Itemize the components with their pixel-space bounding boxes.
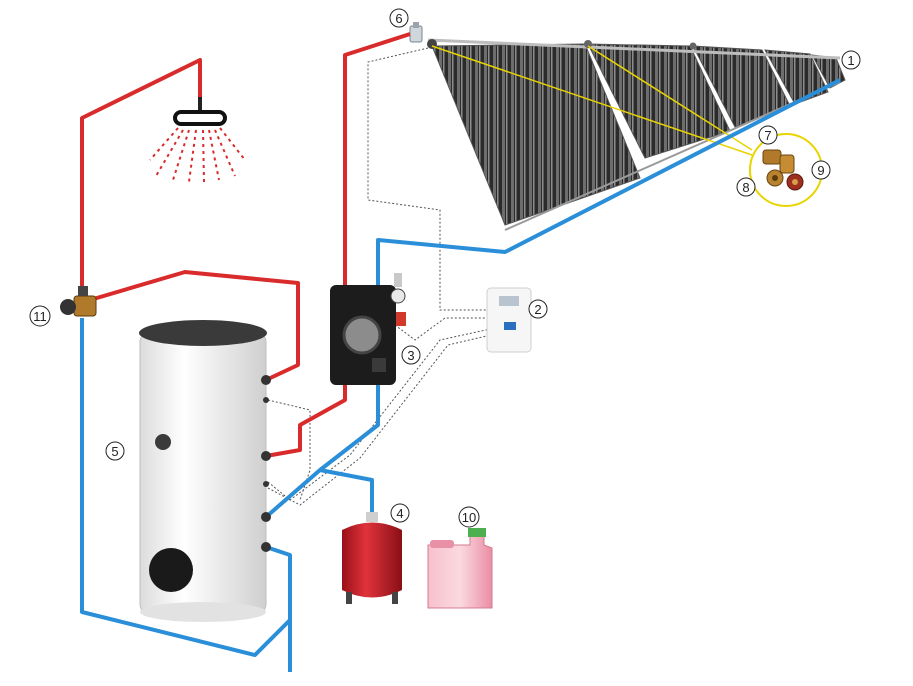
svg-text:9: 9 xyxy=(817,163,824,178)
collector-header-pipe xyxy=(427,38,841,60)
svg-text:1: 1 xyxy=(847,53,854,68)
air-vent xyxy=(409,22,423,43)
svg-text:11: 11 xyxy=(33,309,47,324)
callout-1: 1 xyxy=(841,50,861,70)
svg-text:5: 5 xyxy=(111,444,118,459)
callout-2: 2 xyxy=(528,299,548,319)
callout-8: 8 xyxy=(736,177,756,197)
controller-unit xyxy=(486,287,532,353)
callout-11: 11 xyxy=(29,305,51,327)
svg-text:7: 7 xyxy=(764,128,771,143)
svg-text:10: 10 xyxy=(462,510,476,525)
svg-text:2: 2 xyxy=(534,302,541,317)
antifreeze-canister xyxy=(427,528,493,609)
collector-joint-2 xyxy=(689,42,697,50)
pump-station xyxy=(330,273,406,385)
callout-7: 7 xyxy=(758,125,778,145)
cold-pipes xyxy=(80,78,841,672)
collector-joint-1 xyxy=(584,40,592,48)
hot-pipes xyxy=(80,32,411,458)
shower-head-icon xyxy=(149,97,246,183)
callout-10: 10 xyxy=(458,506,480,528)
collector-panel-4 xyxy=(764,49,829,105)
svg-text:8: 8 xyxy=(742,180,749,195)
brass-fittings xyxy=(762,149,804,191)
callout-9: 9 xyxy=(811,160,831,180)
callout-4: 4 xyxy=(390,503,410,523)
svg-text:6: 6 xyxy=(395,11,402,26)
svg-text:3: 3 xyxy=(407,348,414,363)
expansion-vessel xyxy=(342,512,402,604)
svg-text:4: 4 xyxy=(396,506,403,521)
thermostatic-mixing-valve xyxy=(60,286,97,317)
callout-6: 6 xyxy=(389,8,409,28)
callout-5: 5 xyxy=(105,441,125,461)
callout-3: 3 xyxy=(401,345,421,365)
boiler-tank xyxy=(139,320,271,622)
